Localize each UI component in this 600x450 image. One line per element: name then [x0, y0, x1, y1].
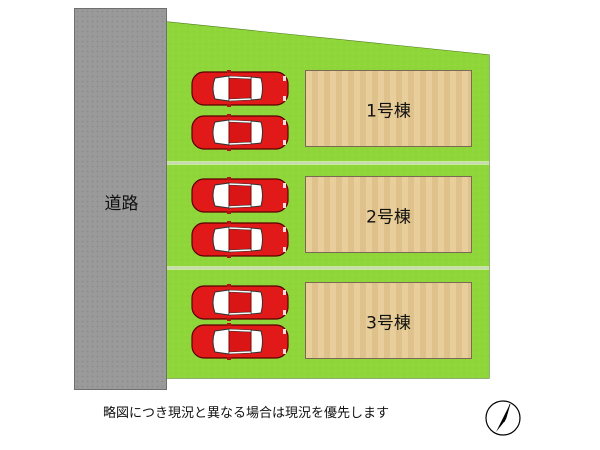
building-3: 3号棟: [305, 282, 472, 359]
road: 道路: [74, 8, 167, 390]
car-icon: [191, 114, 289, 151]
building-2-label: 2号棟: [366, 207, 411, 227]
north-arrow-icon: [485, 400, 521, 436]
car-icon: [191, 323, 289, 360]
road-label: 道路: [104, 194, 139, 214]
disclaimer-note: 略図につき現況と異なる場合は現況を優先します: [103, 406, 390, 421]
car-icon: [191, 221, 289, 258]
building-2: 2号棟: [305, 176, 472, 253]
building-1: 1号棟: [305, 70, 472, 147]
car-icon: [191, 284, 289, 321]
building-3-label: 3号棟: [366, 313, 411, 333]
building-1-label: 1号棟: [366, 101, 411, 121]
car-icon: [191, 177, 289, 214]
car-icon: [191, 70, 289, 107]
